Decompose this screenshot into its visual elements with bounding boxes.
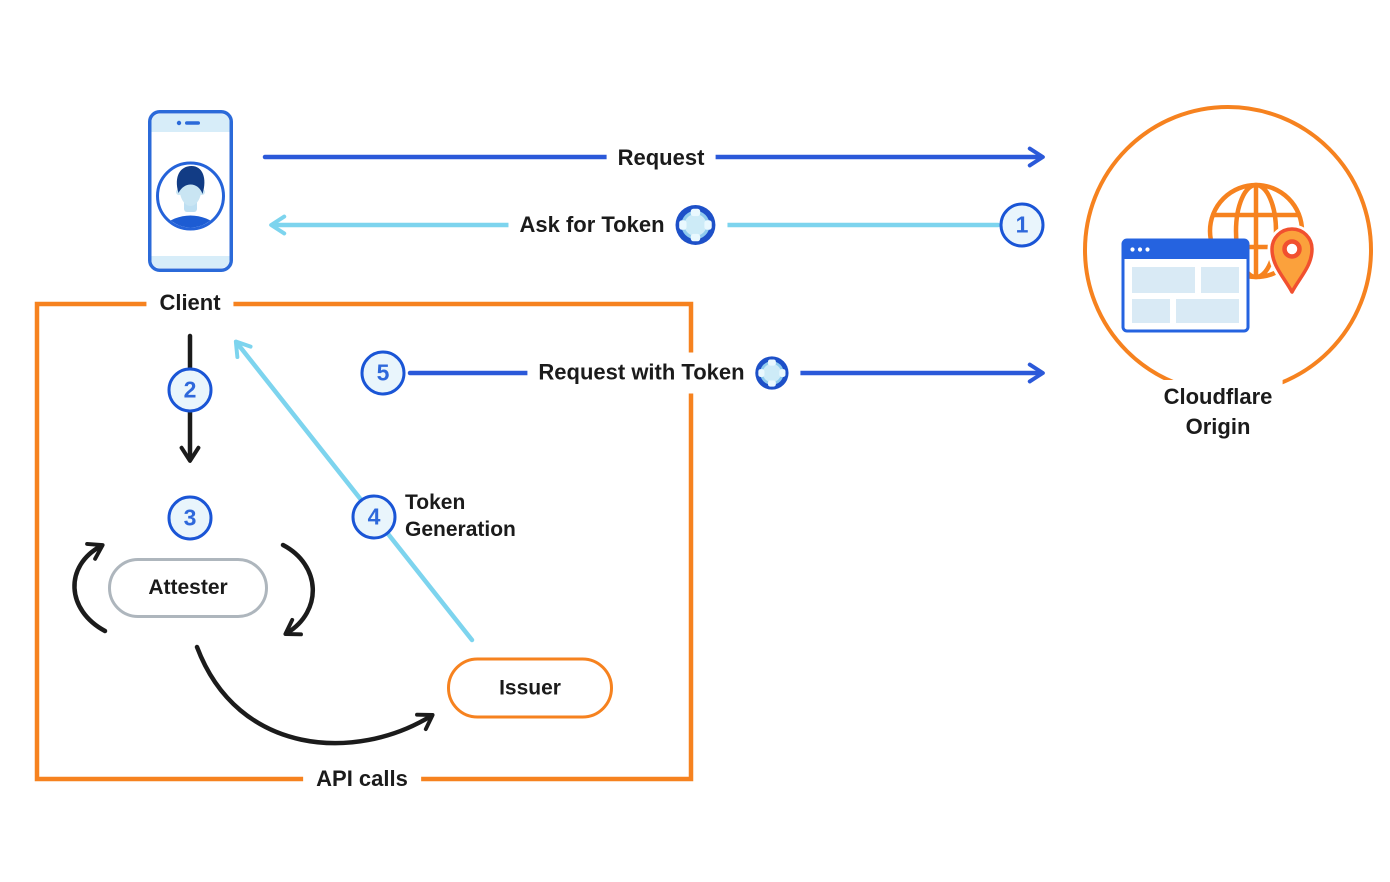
token-chip-icon — [755, 356, 789, 390]
step-circle-4: 4 — [351, 494, 397, 540]
token-generation-arrow — [233, 339, 475, 643]
location-pin-icon — [1267, 224, 1317, 297]
cloudflare-origin-label-line2: Origin — [1185, 414, 1251, 439]
token-generation-label-line2: Generation — [405, 518, 516, 541]
attester-label: Attester — [148, 576, 228, 599]
token-generation-label-line1: Token — [405, 491, 466, 514]
attester-node: Attester — [108, 558, 268, 618]
step-circle-5: 5 — [360, 350, 406, 396]
step-circle-2: 2 — [167, 367, 213, 413]
cloudflare-origin-node — [1083, 105, 1373, 395]
attester-loop-right-arrow — [280, 542, 315, 637]
smartphone-icon — [148, 110, 233, 272]
cloudflare-origin-label: Cloudflare Origin — [1153, 380, 1283, 444]
ask-for-token-label-text: Ask for Token — [519, 211, 665, 237]
issuer-node: Issuer — [447, 657, 613, 719]
request-arrow-label: Request — [606, 142, 716, 174]
step-circle-1: 1 — [999, 202, 1045, 248]
api-calls-label: API calls — [303, 764, 421, 794]
request-with-token-arrow-label: Request with Token — [527, 352, 801, 394]
token-chip-icon — [675, 205, 716, 245]
user-avatar-icon — [156, 161, 225, 231]
browser-window-icon — [1121, 238, 1250, 333]
request-label-text: Request — [617, 144, 705, 170]
issuer-label: Issuer — [499, 676, 561, 699]
attester-to-issuer-arrow — [194, 644, 435, 746]
step-circle-3: 3 — [167, 495, 213, 541]
request-with-token-label-text: Request with Token — [538, 359, 745, 385]
cloudflare-origin-label-line1: Cloudflare — [1163, 384, 1273, 409]
attester-loop-left-arrow — [72, 541, 108, 634]
client-label: Client — [146, 288, 234, 318]
token-generation-label: Token Generation — [405, 489, 516, 543]
ask-for-token-arrow-label: Ask for Token — [508, 201, 728, 249]
